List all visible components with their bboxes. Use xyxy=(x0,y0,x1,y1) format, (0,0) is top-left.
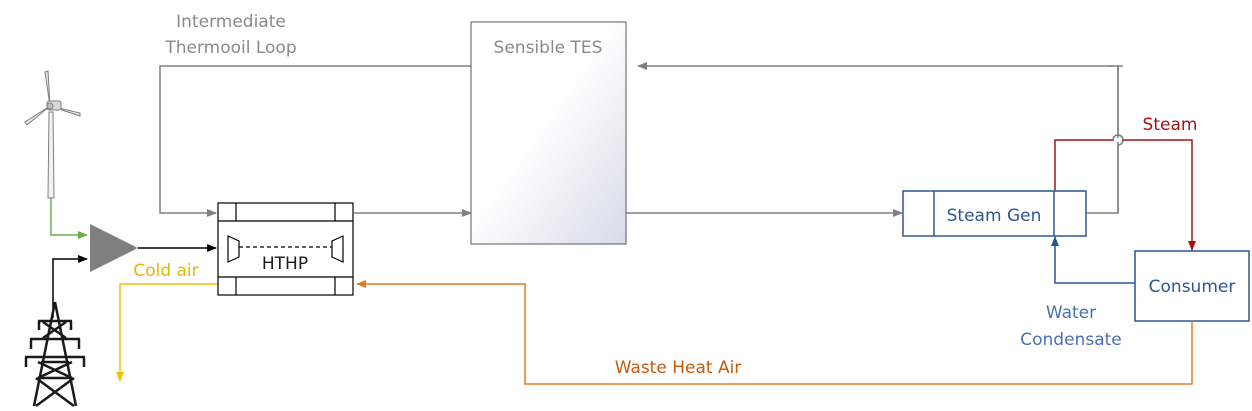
hthp-compressor-symbol xyxy=(331,235,344,263)
hthp-unit xyxy=(217,202,354,296)
wind-power-line xyxy=(50,196,88,239)
consumer-box xyxy=(1134,250,1250,322)
thermooil-left-line xyxy=(159,65,471,217)
cold-air-line xyxy=(116,283,218,382)
water-condensate-label-line1: Water xyxy=(1046,303,1096,323)
grid-power-line xyxy=(52,255,88,318)
steam-gen-label: Steam Gen xyxy=(947,206,1042,226)
sensible-tes-tank xyxy=(470,21,627,245)
transmission-tower-icon xyxy=(24,301,86,408)
power-combiner-triangle-icon xyxy=(90,224,138,272)
waste-heat-air-line xyxy=(356,280,1193,385)
thermooil-loop-label-line2: Thermooil Loop xyxy=(164,38,296,58)
thermooil-loop-label-line1: Intermediate xyxy=(176,12,286,32)
consumer-label: Consumer xyxy=(1149,277,1236,297)
steam-generator xyxy=(902,190,1087,237)
hthp-expander-symbol xyxy=(227,235,240,263)
wind-turbine-icon xyxy=(24,70,81,199)
steam-label: Steam xyxy=(1143,115,1198,135)
waste-heat-air-label: Waste Heat Air xyxy=(615,358,742,378)
water-condensate-line xyxy=(1051,236,1135,284)
tes-label: Sensible TES xyxy=(494,38,603,58)
water-condensate-label-line2: Condensate xyxy=(1020,330,1121,350)
hthp-label: HTHP xyxy=(262,254,308,274)
cold-air-label: Cold air xyxy=(133,261,198,281)
